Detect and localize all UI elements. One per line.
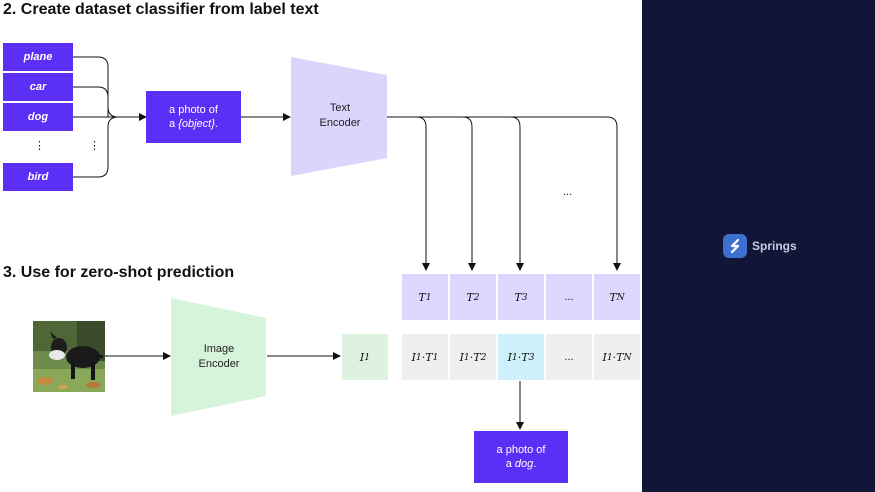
image-encoder-shape: [171, 298, 266, 416]
text-features-ellipsis: ...: [563, 186, 573, 198]
arrow-t3: [510, 116, 524, 271]
brand-sidebar: Springs: [642, 0, 875, 492]
springs-logo-icon: [723, 234, 747, 258]
label-plane: plane: [3, 43, 73, 71]
similarity-ellipsis: ...: [546, 334, 592, 380]
bracket-car: [73, 86, 109, 117]
step3-heading: 3. Use for zero-shot prediction: [3, 264, 235, 281]
text-encoder-label: Text Encoder: [319, 102, 361, 129]
label-car: car: [3, 73, 73, 101]
brand-name: Springs: [752, 239, 797, 253]
result-line2: a dog.: [505, 458, 537, 470]
bracket-ellipsis: ⋮: [89, 140, 100, 152]
prompt-line1: a photo of: [169, 104, 218, 116]
diagram-connectors: [73, 56, 621, 430]
bracket-plane: [73, 56, 119, 118]
arrow-t2: [462, 116, 476, 271]
prediction-result-box: a photo of a dog.: [474, 431, 568, 483]
label-bird: bird: [3, 163, 73, 191]
step2-heading: 2. Create dataset classifier from label …: [3, 1, 319, 18]
label-dog: dog: [3, 103, 73, 131]
image-encoder-label: Image Encoder: [198, 343, 240, 370]
prompt-line2: a {object}.: [169, 118, 218, 130]
prompt-template-box: a photo of a {object}.: [146, 91, 241, 143]
text-output-bus: [387, 116, 621, 271]
text-encoder-shape: [291, 57, 387, 176]
bracket-bird: [73, 116, 119, 178]
arrow-t1: [416, 116, 430, 271]
text-feature-ellipsis: ...: [546, 274, 592, 320]
result-line1: a photo of: [496, 444, 546, 456]
dog-photo: [33, 321, 105, 392]
label-ellipsis: ⋮: [34, 140, 45, 152]
